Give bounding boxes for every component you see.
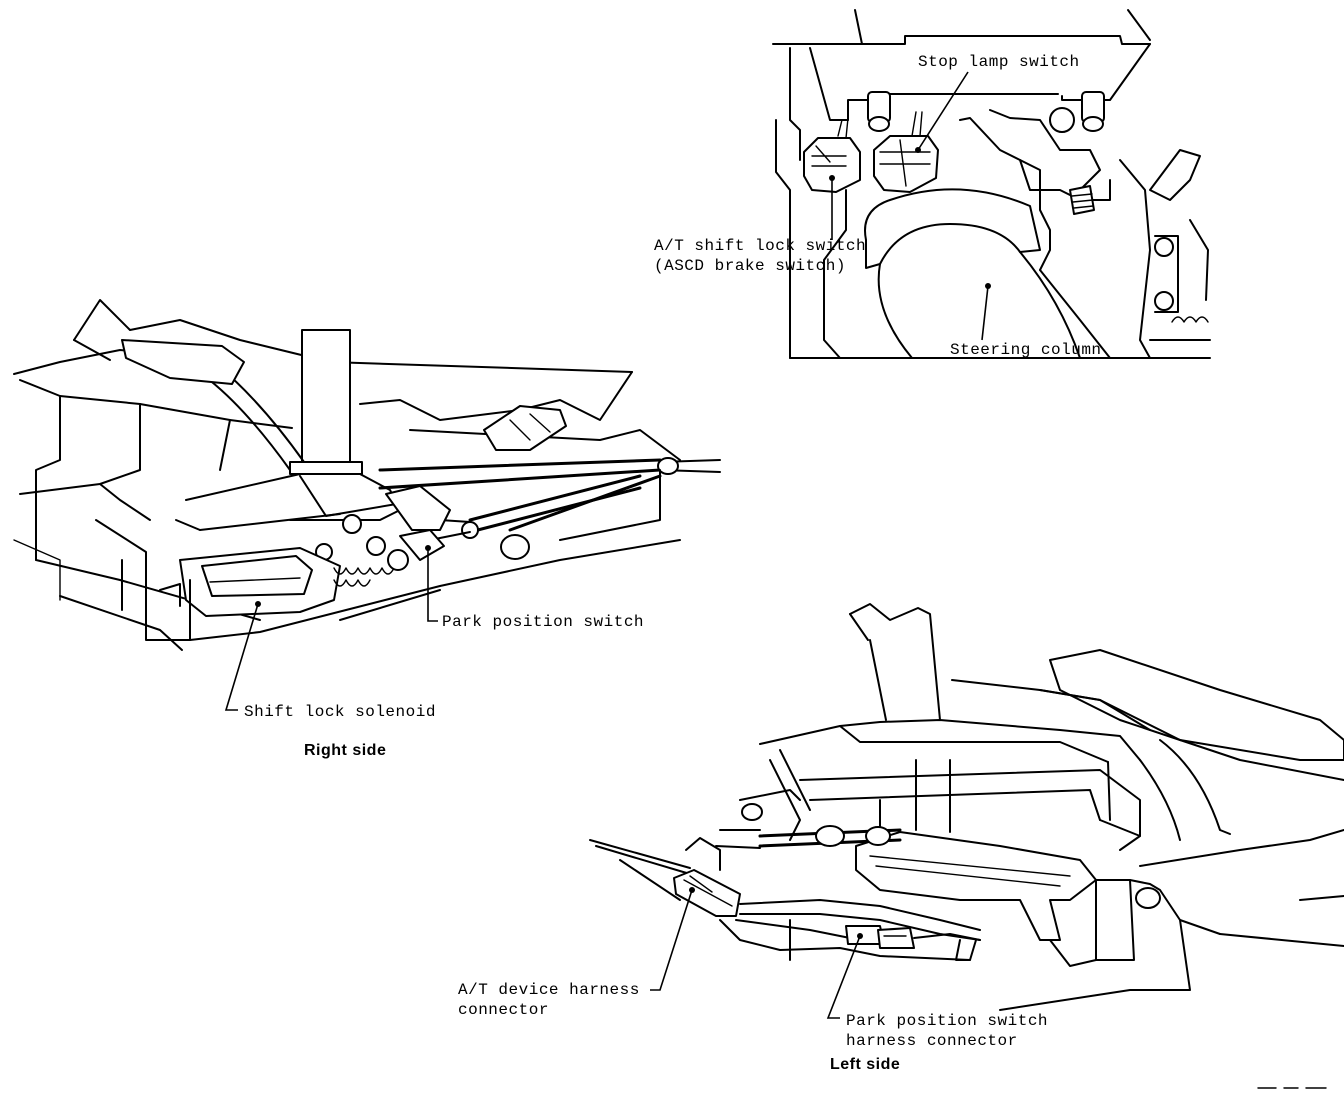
leader-lines-left-side (650, 887, 863, 1019)
pedal-bracket-drawing (772, 9, 1211, 359)
shift-lock-solenoid-label: Shift lock solenoid (244, 703, 436, 721)
leader-lines-top (829, 71, 991, 341)
left-side-drawing (589, 603, 1344, 1011)
at-shift-lock-switch-label: A/T shift lock switch (654, 237, 867, 255)
at-device-harness-connector-label: A/T device harness (458, 981, 640, 999)
ascd-brake-switch-label: (ASCD brake switch) (654, 257, 846, 275)
park-position-switch-label: Park position switch (442, 613, 645, 631)
right-side-caption: Right side (304, 742, 387, 759)
right-side-drawing (13, 299, 721, 651)
stop-lamp-switch-label: Stop lamp switch (918, 53, 1080, 71)
steering-column-label: Steering column (950, 341, 1102, 359)
leader-lines-right-side (224, 545, 438, 711)
park-position-switch-harness-connector-label-line2: harness connector (846, 1032, 1018, 1050)
park-position-switch-harness-connector-label: Park position switch (846, 1012, 1049, 1030)
at-device-harness-connector-label-line2: connector (458, 1001, 549, 1019)
left-side-caption: Left side (830, 1056, 901, 1073)
